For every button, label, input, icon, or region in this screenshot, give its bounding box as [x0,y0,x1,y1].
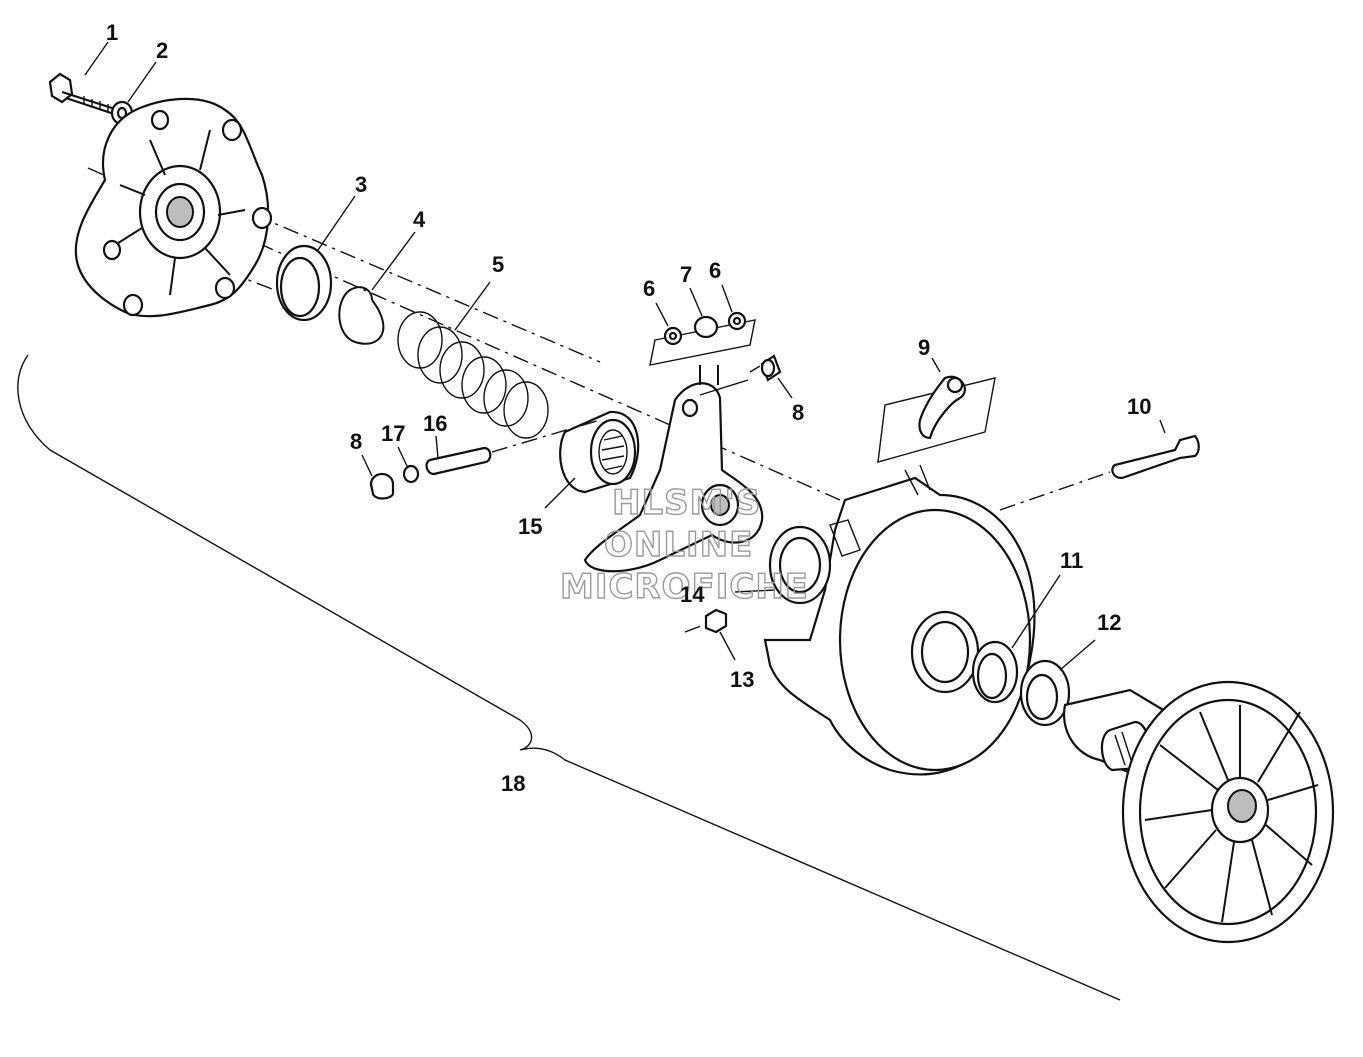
part-cover-plate [74,97,273,318]
part-bolt [48,41,115,115]
callout-17: 17 [381,421,405,446]
part-spring [397,281,549,439]
svg-text:HLSM'S: HLSM'S [612,483,761,523]
callout-10: 10 [1127,394,1151,419]
assembly-brace [17,354,1121,1001]
callout-5: 5 [492,252,504,277]
callout-9: 9 [918,335,930,360]
callout-11: 11 [1060,548,1083,573]
callout-6a: 6 [643,276,655,301]
callout-16: 16 [423,411,447,436]
part-moveable-sheave [763,464,1036,776]
part-thrust-washer [734,525,832,605]
callout-6b: 6 [709,258,721,283]
part-bushing [275,195,356,322]
callout-8b: 8 [350,429,362,454]
part-nut [684,608,736,661]
callout-1: 1 [106,20,118,45]
part-fixed-sheave [1062,680,1335,944]
callout-13: 13 [730,667,754,692]
part-spacer-set [649,284,756,366]
callout-7: 7 [680,262,692,287]
watermark: HLSM'S ONLINE MICROFICHE [559,482,809,607]
part-retaining-ring [338,231,416,345]
callout-15: 15 [518,514,542,539]
svg-text:ONLINE: ONLINE [604,525,753,565]
part-spider-arm [583,365,764,573]
callout-18: 18 [501,771,525,796]
callout-12: 12 [1097,610,1121,635]
callout-8a: 8 [792,400,804,425]
callout-14: 14 [680,582,705,607]
svg-text:MICROFICHE: MICROFICHE [560,567,809,607]
callout-2: 2 [156,38,168,63]
callout-4: 4 [413,207,426,232]
part-roller [699,354,793,399]
part-shaft-bushings [971,574,1096,727]
callout-3: 3 [355,172,367,197]
part-pivot-pin [999,419,1200,511]
part-spider-sleeve [544,410,640,509]
part-weight [877,357,996,463]
callout-labels: 1 2 3 4 5 6 7 6 8 9 10 8 17 16 15 14 11 … [106,20,1151,796]
part-pin-set [361,419,601,500]
